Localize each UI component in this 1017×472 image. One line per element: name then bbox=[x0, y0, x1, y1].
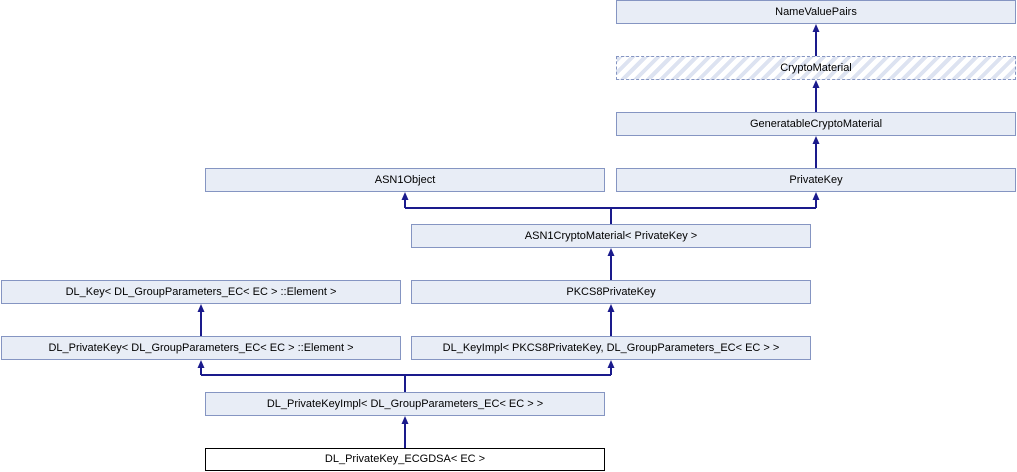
arrowhead-icon bbox=[812, 24, 820, 32]
class-node-dl-keyimpl[interactable]: DL_KeyImpl< PKCS8PrivateKey, DL_GroupPar… bbox=[411, 336, 811, 360]
class-node-privatekey[interactable]: PrivateKey bbox=[616, 168, 1016, 192]
arrowhead-icon bbox=[197, 360, 205, 368]
arrowhead-icon bbox=[812, 80, 820, 88]
class-node-asn1cryptomaterial[interactable]: ASN1CryptoMaterial< PrivateKey > bbox=[411, 224, 811, 248]
class-node-dl-privatekey[interactable]: DL_PrivateKey< DL_GroupParameters_EC< EC… bbox=[1, 336, 401, 360]
class-node-asn1object[interactable]: ASN1Object bbox=[205, 168, 605, 192]
class-node-pkcs8privatekey[interactable]: PKCS8PrivateKey bbox=[411, 280, 811, 304]
class-node-dl-privatekeyimpl[interactable]: DL_PrivateKeyImpl< DL_GroupParameters_EC… bbox=[205, 392, 605, 416]
arrowhead-icon bbox=[607, 248, 615, 256]
class-node-cryptomaterial[interactable]: CryptoMaterial bbox=[616, 56, 1016, 80]
class-node-namevaluepairs[interactable]: NameValuePairs bbox=[616, 0, 1016, 24]
arrowhead-icon bbox=[607, 304, 615, 312]
class-node-dl-key[interactable]: DL_Key< DL_GroupParameters_EC< EC > ::El… bbox=[1, 280, 401, 304]
arrowhead-icon bbox=[812, 192, 820, 200]
class-node-generatablecryptomaterial[interactable]: GeneratableCryptoMaterial bbox=[616, 112, 1016, 136]
arrowhead-icon bbox=[401, 416, 409, 424]
arrowhead-icon bbox=[401, 192, 409, 200]
arrowhead-icon bbox=[197, 304, 205, 312]
class-node-dl-privatekey-ecgdsa-current: DL_PrivateKey_ECGDSA< EC > bbox=[205, 448, 605, 471]
arrowhead-icon bbox=[812, 136, 820, 144]
arrowhead-icon bbox=[607, 360, 615, 368]
